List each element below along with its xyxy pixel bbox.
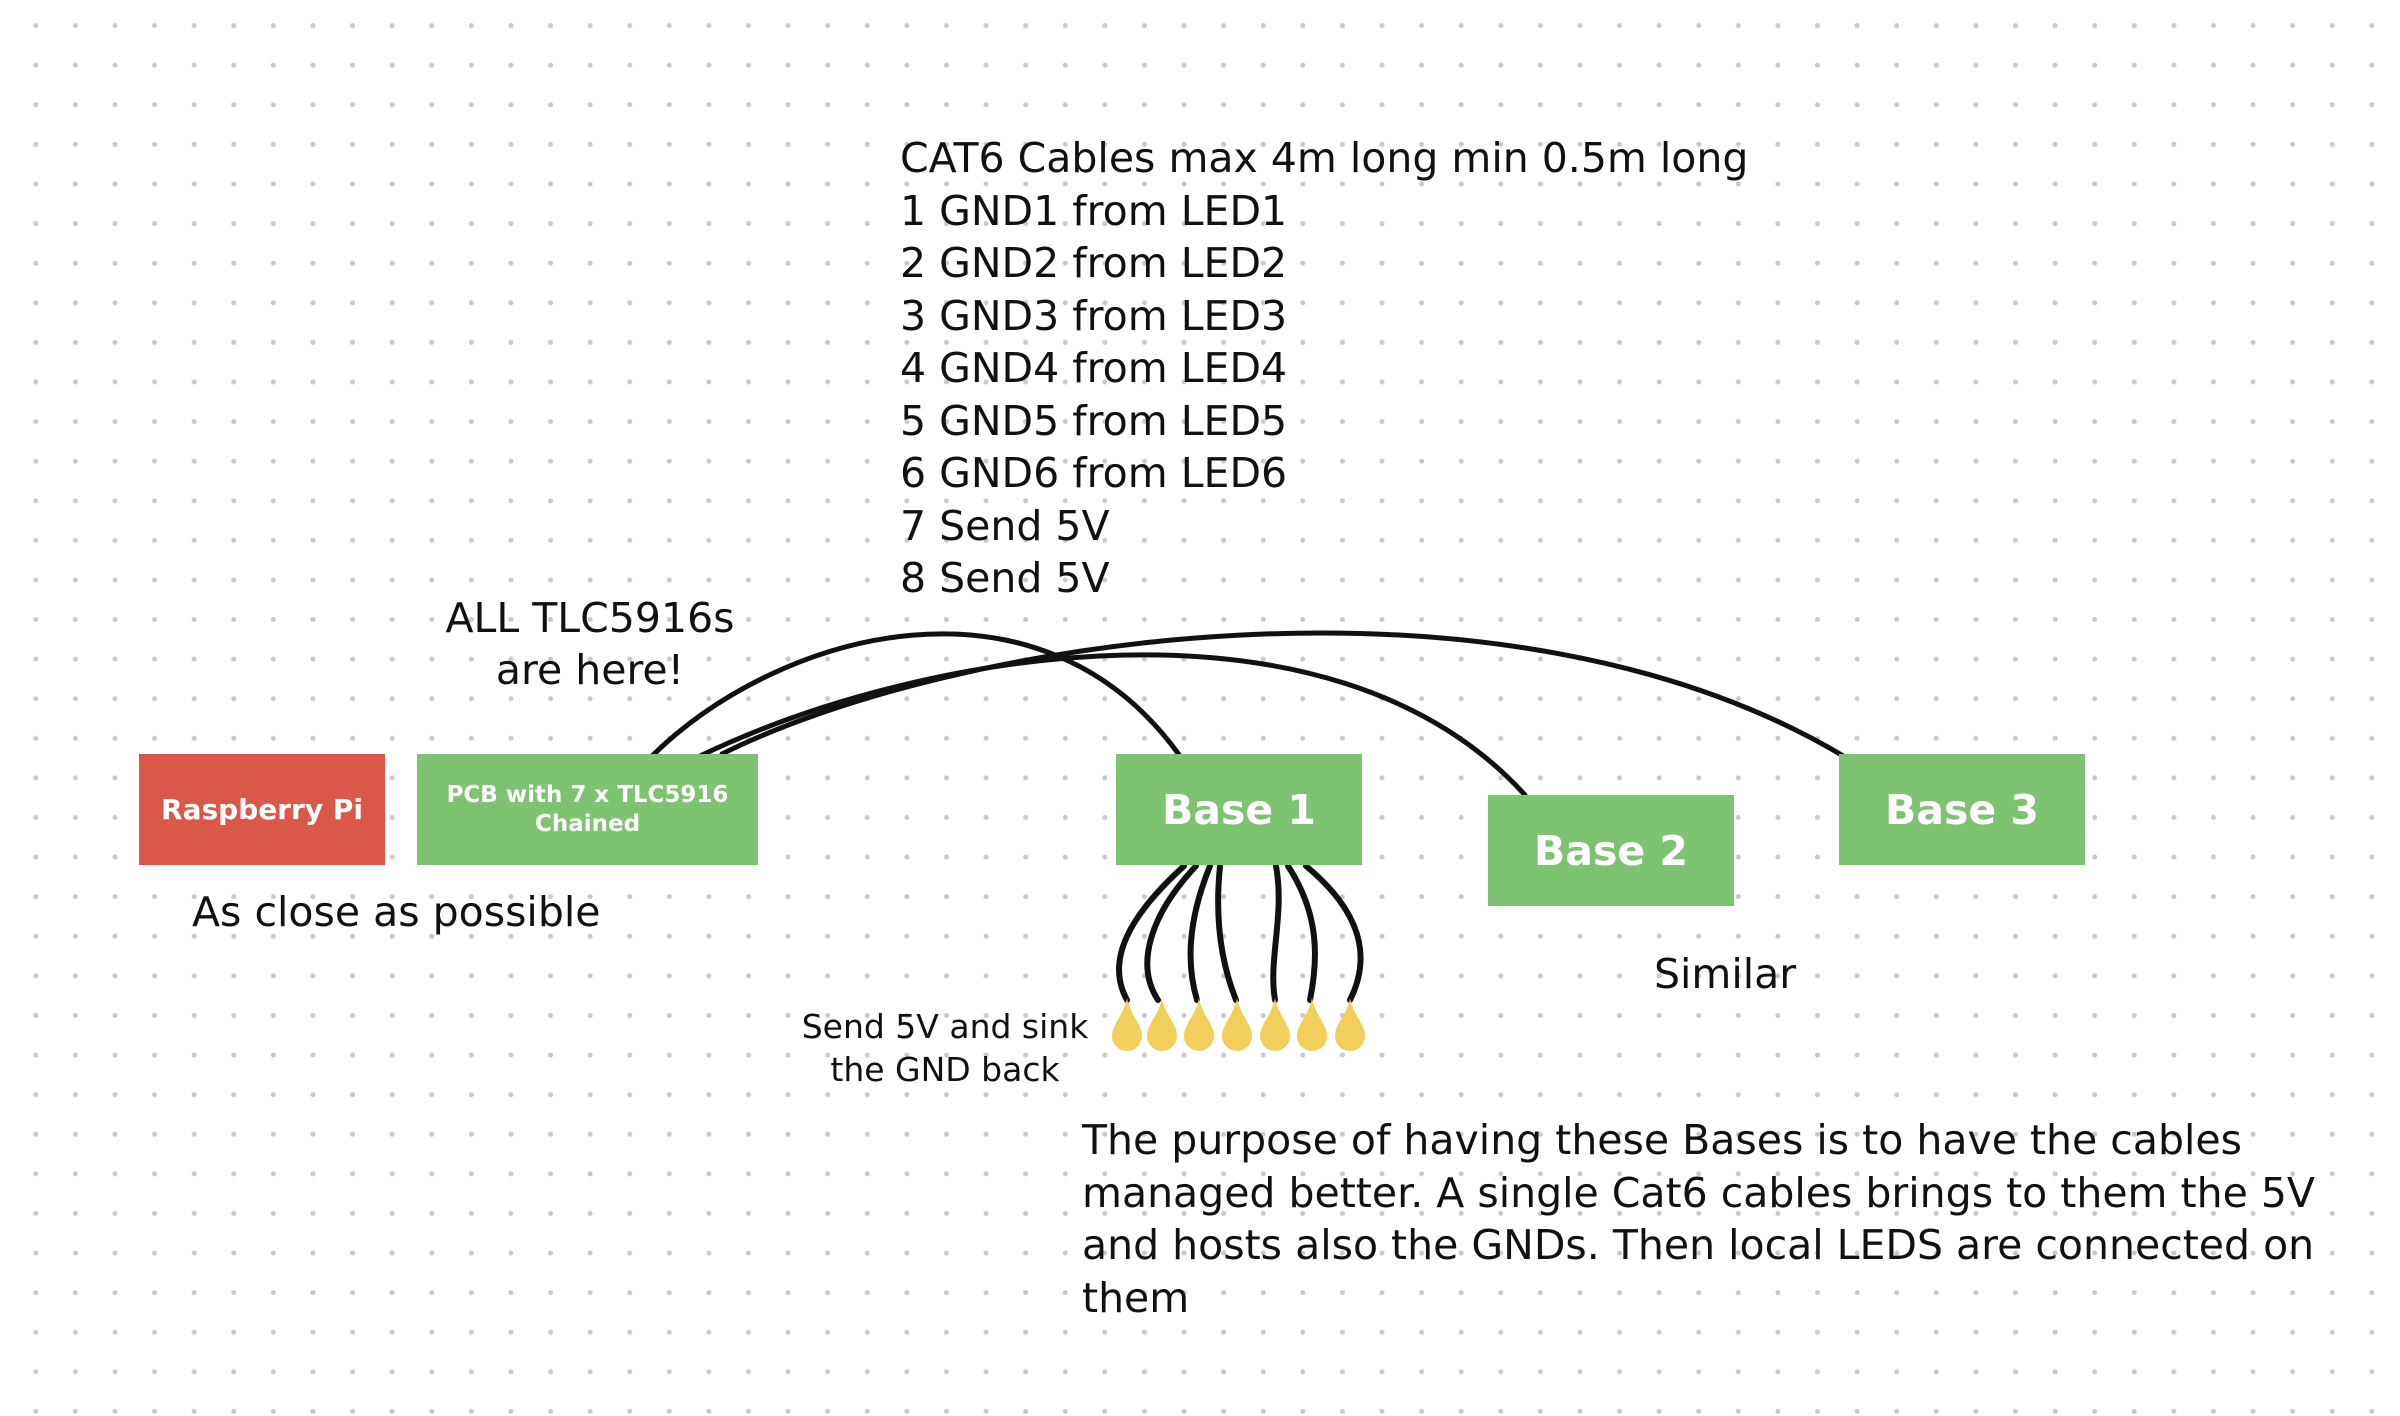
cat6-note-line: CAT6 Cables max 4m long min 0.5m long bbox=[900, 134, 1749, 182]
base-2-node[interactable]: Base 2 bbox=[1488, 795, 1734, 906]
tlc-location-note[interactable]: ALL TLC5916s are here! bbox=[445, 594, 735, 694]
led-lead bbox=[1116, 863, 1187, 1003]
base-3-node[interactable]: Base 3 bbox=[1839, 754, 2085, 865]
cat6-cable-note[interactable]: CAT6 Cables max 4m long min 0.5m long 1 … bbox=[900, 132, 1748, 605]
led-lead bbox=[1187, 863, 1213, 1003]
cat6-note-line: 7 Send 5V bbox=[900, 501, 1110, 550]
proximity-note[interactable]: As close as possible bbox=[192, 888, 601, 936]
led-icon bbox=[1335, 998, 1365, 1051]
led-icon bbox=[1297, 998, 1327, 1051]
cat6-cable-base1 bbox=[649, 631, 1183, 759]
led-lead bbox=[1303, 863, 1364, 1003]
raspberry-pi-node[interactable]: Raspberry Pi bbox=[139, 754, 385, 865]
raspberry-pi-label: Raspberry Pi bbox=[161, 793, 363, 826]
led-lead bbox=[1285, 863, 1318, 1003]
cat6-note-line: 1 GND1 from LED1 bbox=[900, 186, 1288, 235]
pcb-node[interactable]: PCB with 7 x TLC5916 Chained bbox=[417, 754, 758, 865]
cat6-note-line: 3 GND3 from LED3 bbox=[900, 291, 1288, 340]
led-wiring-note[interactable]: Send 5V and sink the GND back bbox=[801, 1007, 1089, 1089]
cat6-note-line: 8 Send 5V bbox=[900, 554, 1110, 602]
cat6-note-line: 4 GND4 from LED4 bbox=[900, 344, 1288, 392]
led-icon bbox=[1147, 998, 1177, 1051]
base-1-label: Base 1 bbox=[1162, 785, 1316, 834]
led-leads bbox=[1116, 863, 1364, 1003]
leds bbox=[1112, 998, 1365, 1051]
led-icon bbox=[1184, 998, 1214, 1051]
cat6-note-line: 2 GND2 from LED2 bbox=[900, 239, 1288, 287]
led-icon bbox=[1112, 998, 1142, 1051]
base-2-label: Base 2 bbox=[1534, 826, 1688, 875]
base-1-node[interactable]: Base 1 bbox=[1116, 754, 1362, 865]
cat6-cable-base2 bbox=[697, 652, 1528, 798]
led-icon bbox=[1222, 998, 1252, 1051]
led-lead bbox=[1270, 863, 1282, 1003]
led-lead bbox=[1215, 863, 1239, 1003]
led-icon bbox=[1260, 998, 1290, 1051]
led-lead bbox=[1144, 863, 1199, 1003]
cat6-note-line: 6 GND6 from LED6 bbox=[900, 449, 1288, 497]
purpose-note[interactable]: The purpose of having these Bases is to … bbox=[1082, 1116, 2315, 1322]
cat6-cable-base3 bbox=[719, 630, 1848, 760]
cat6-note-line: 5 GND5 from LED5 bbox=[900, 396, 1288, 445]
similar-note[interactable]: Similar bbox=[1654, 950, 1797, 998]
base-3-label: Base 3 bbox=[1885, 785, 2039, 834]
pcb-label: PCB with 7 x TLC5916 Chained bbox=[446, 781, 729, 837]
